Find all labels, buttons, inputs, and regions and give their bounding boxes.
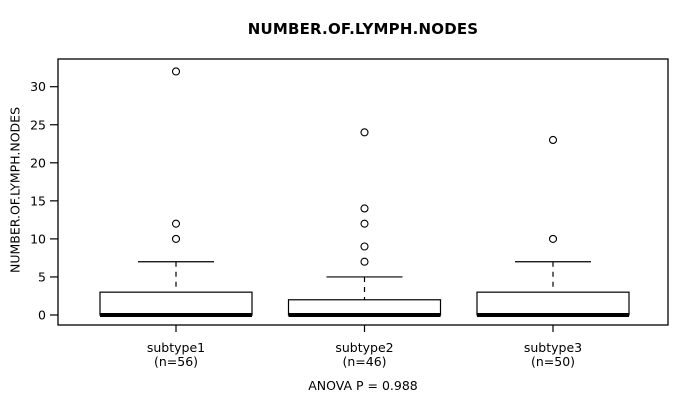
x-category-sublabel: (n=50) [531,354,575,369]
outlier-point [360,242,369,251]
y-tick-label: 25 [30,117,46,132]
outlier-point [171,67,181,76]
y-tick-label: 20 [30,155,46,170]
plot-frame [57,58,669,326]
y-tick-label: 0 [38,308,46,323]
y-tick-label: 15 [30,193,46,208]
outlier-point [171,234,181,243]
y-tick-label: 5 [38,269,46,284]
x-category-label: subtype3 [524,340,582,355]
chart-title: NUMBER.OF.LYMPH.NODES [247,20,479,38]
outlier-point [360,219,369,228]
boxplot-box [99,291,253,316]
boxplot-box [476,291,630,316]
outlier-point [548,234,558,243]
x-category-label: subtype1 [147,340,205,355]
anova-p-text: ANOVA P = 0.988 [308,378,418,393]
outlier-point [171,219,181,228]
y-tick-label: 30 [30,79,46,94]
outlier-point [360,204,369,213]
x-category-sublabel: (n=56) [154,354,198,369]
outlier-point [548,135,558,145]
outlier-point [360,128,369,137]
outlier-point [360,257,369,266]
x-category-sublabel: (n=46) [342,354,386,369]
y-tick-label: 10 [30,231,46,246]
boxplot-box [287,299,442,316]
x-category-label: subtype2 [335,340,393,355]
